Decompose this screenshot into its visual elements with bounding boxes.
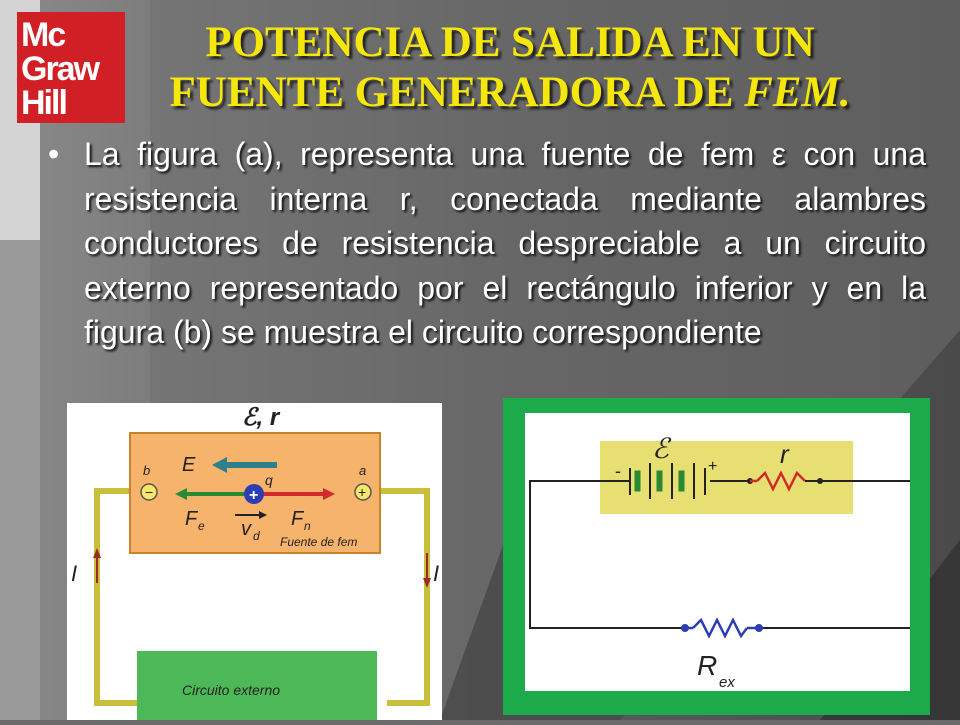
label-plus: + (708, 458, 717, 475)
svg-text:−: − (145, 484, 153, 500)
title-line-2: FUENTE GENERADORA DE FEM. (100, 68, 920, 118)
figure-a: ℰ, r E + q − + b a F e F n v d Fuente de… (67, 403, 442, 720)
svg-text:+: + (358, 484, 366, 500)
label-Fe: F (185, 508, 199, 530)
label-r: r (780, 439, 790, 469)
right-wire (377, 488, 430, 706)
label-b: b (143, 463, 150, 478)
bullet-text: La figura (a), representa una fuente de … (84, 136, 926, 350)
label-Rex-sub: ex (719, 674, 735, 691)
logo-text-1: Mc (21, 16, 66, 54)
label-emf-r: ℰ, r (242, 404, 281, 431)
external-resistor (692, 617, 748, 639)
external-circuit-box (137, 651, 377, 720)
label-Rex: R (697, 650, 717, 681)
label-Fn: F (291, 508, 305, 530)
label-current-right: I (433, 561, 439, 586)
label-a: a (359, 463, 366, 478)
label-current-left: I (71, 561, 77, 586)
label-Fn-sub: n (304, 519, 311, 533)
label-emf: ℰ (652, 433, 672, 464)
label-vd-sub: d (253, 529, 260, 543)
terminal-a (354, 483, 372, 501)
svg-text:+: + (249, 487, 258, 504)
figure-b-diagram: - + ℰ r R ex (529, 433, 914, 691)
bullet-dot: • (48, 136, 60, 172)
label-Fe-sub: e (198, 519, 205, 533)
label-vd: v (241, 518, 252, 540)
title-line-2-italic: FEM. (744, 69, 851, 116)
mcgraw-hill-logo: Mc Graw Hill (17, 12, 125, 123)
positive-charge (244, 484, 264, 504)
label-minus: - (615, 461, 621, 481)
figure-b-panel: - + ℰ r R ex (525, 413, 914, 691)
slide-title: POTENCIA DE SALIDA EN UN FUENTE GENERADO… (100, 18, 920, 118)
label-source: Fuente de fem (280, 535, 357, 549)
terminal-b (140, 483, 158, 501)
label-E: E (182, 454, 196, 476)
logo-text-2: Graw (21, 50, 100, 88)
title-line-2-text: FUENTE GENERADORA DE (169, 69, 745, 116)
figure-b: - + ℰ r R ex (503, 398, 930, 715)
source-highlight (600, 441, 853, 514)
title-line-1: POTENCIA DE SALIDA EN UN (205, 19, 815, 66)
label-external: Circuito externo (182, 682, 280, 698)
figure-a-diagram: ℰ, r E + q − + b a F e F n v d Fuente de… (71, 404, 439, 720)
battery (629, 463, 706, 499)
internal-resistor (756, 470, 806, 492)
label-q: q (265, 472, 273, 488)
logo-text-3: Hill (21, 84, 68, 122)
left-wire (94, 488, 137, 706)
